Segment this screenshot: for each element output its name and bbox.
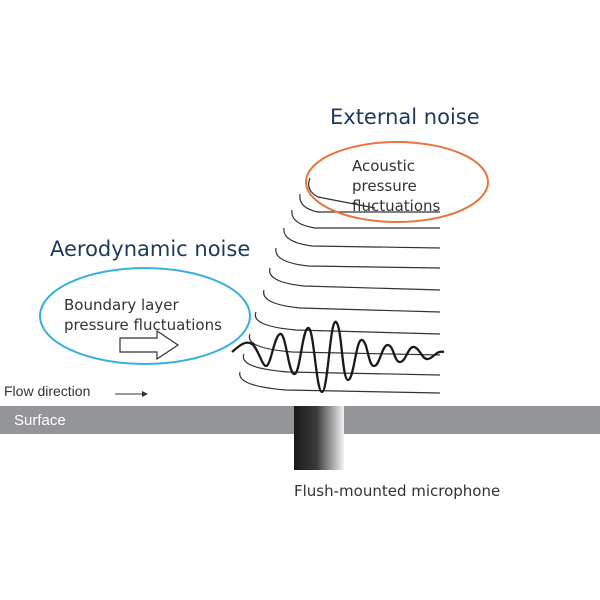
surface-label: Surface: [14, 412, 66, 429]
wavefront-arc: [275, 247, 441, 269]
aerodynamic-noise-heading: Aerodynamic noise: [50, 237, 251, 261]
acoustic-label-line: fluctuations: [352, 197, 441, 215]
acoustic-wavefronts: [239, 177, 441, 394]
boundary-label: Boundary layer pressure fluctuations: [64, 295, 222, 335]
microphone: [294, 406, 344, 470]
external-noise-ellipse: [305, 141, 489, 223]
boundary-label-line: pressure fluctuations: [64, 316, 222, 334]
boundary-arrow: [119, 329, 180, 361]
acoustic-label: Acoustic pressure fluctuations: [352, 156, 440, 216]
wavefront-arc: [263, 289, 441, 313]
microphone-label: Flush-mounted microphone: [294, 482, 501, 500]
wavefront-arc: [291, 209, 440, 229]
wavefront-arc: [254, 311, 441, 335]
wavefront-arc: [269, 267, 441, 291]
pressure-wave: [231, 320, 445, 394]
wavefront-arc: [239, 371, 441, 394]
wavefront-arc: [242, 353, 441, 376]
wavefront-arc: [248, 333, 441, 356]
flow-direction-label: Flow direction: [4, 383, 91, 399]
aerodynamic-noise-ellipse: [39, 267, 251, 365]
wavefront-arc: [308, 177, 376, 209]
acoustic-label-line: pressure: [352, 177, 417, 195]
external-noise-heading: External noise: [330, 105, 480, 129]
wavefront-arc: [283, 227, 441, 249]
acoustic-label-line: Acoustic: [352, 157, 416, 175]
wavefront-arc: [299, 193, 440, 213]
flow-arrowhead: [142, 391, 148, 397]
boundary-label-line: Boundary layer: [64, 296, 179, 314]
